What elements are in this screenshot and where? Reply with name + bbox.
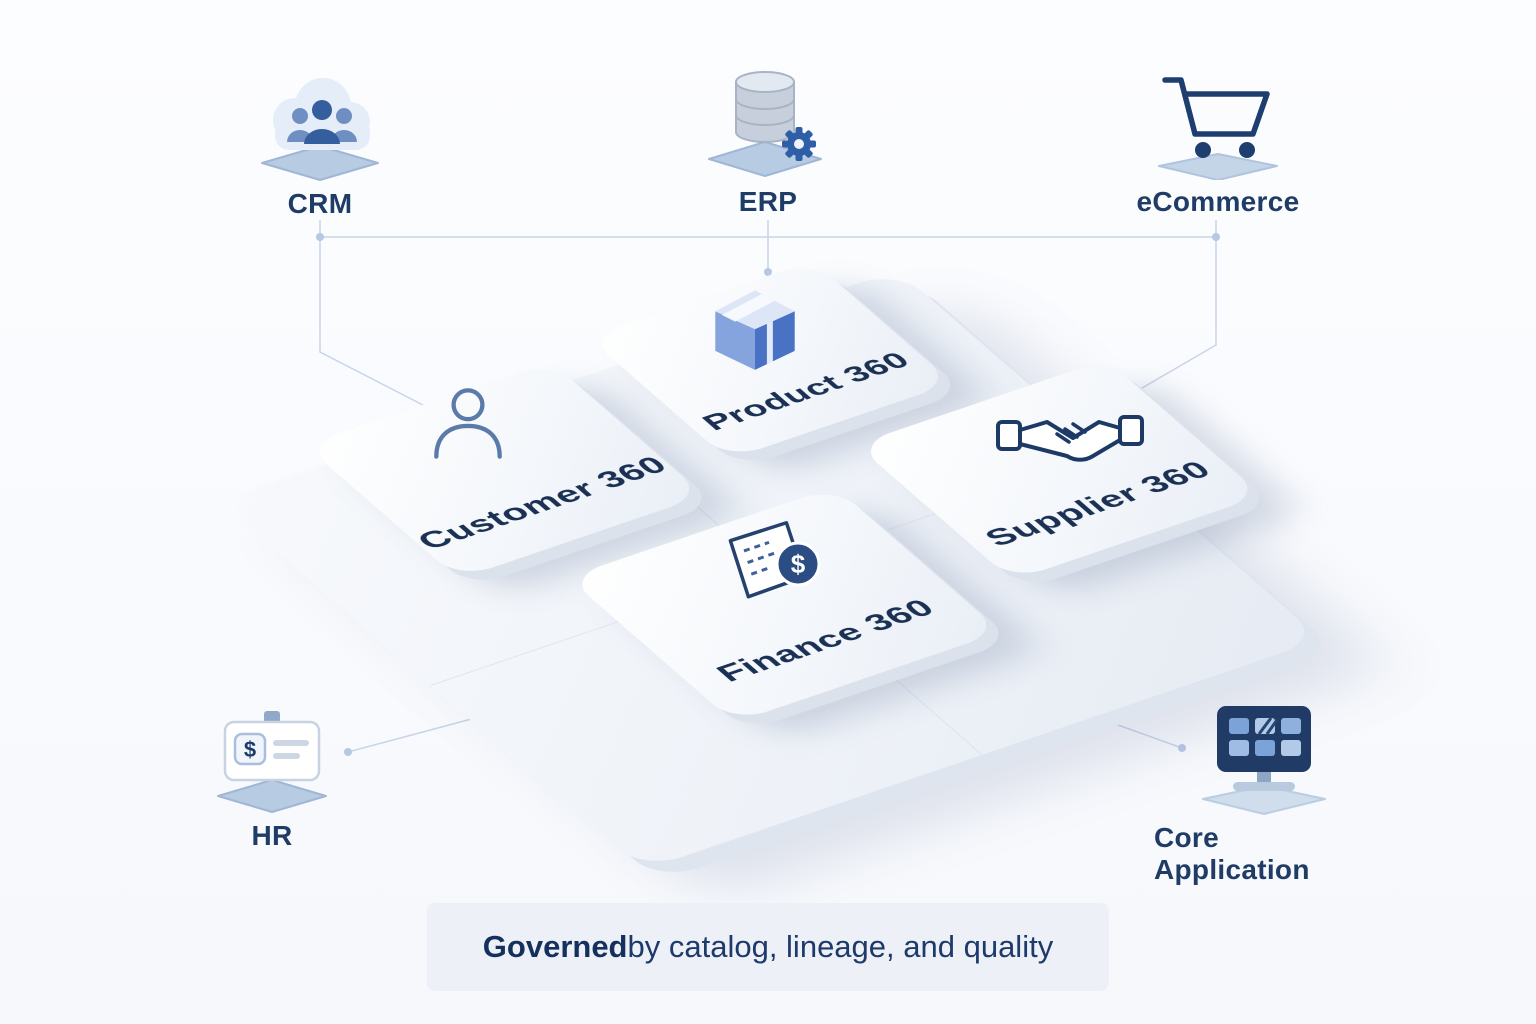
source-core-application-label: Core Application [1154, 822, 1310, 885]
connector-ecommerce-to-platform [1117, 237, 1217, 403]
source-crm: CRM [230, 58, 410, 220]
connector-crm-to-platform [319, 237, 453, 421]
gear-icon [782, 127, 816, 161]
source-crm-label: CRM [287, 188, 353, 219]
id-badge-icon: $ [217, 711, 327, 813]
cloud-users-icon [261, 78, 379, 181]
svg-text:$: $ [244, 737, 256, 762]
shopping-cart-icon [1158, 77, 1278, 180]
database-gear-icon [708, 71, 822, 177]
connector-dot [316, 233, 324, 241]
connector-dot [764, 268, 772, 276]
source-erp: ERP [678, 56, 858, 218]
governance-caption-rest: by catalog, lineage, and quality [627, 929, 1054, 964]
source-erp-label: ERP [738, 186, 798, 217]
connector-hr-to-platform [347, 689, 635, 753]
governance-caption: Governed by catalog, lineage, and qualit… [426, 903, 1110, 991]
connector-dot [1212, 233, 1220, 241]
source-core-application: Core Application [1154, 692, 1374, 886]
source-ecommerce: eCommerce [1128, 56, 1308, 218]
desktop-app-icon [1202, 706, 1326, 815]
source-ecommerce-label: eCommerce [1136, 186, 1300, 217]
source-hr: $ HR [182, 700, 362, 852]
source-hr-label: HR [251, 820, 293, 851]
governance-caption-bold: Governed [482, 929, 628, 964]
connector-core-to-platform [948, 691, 1183, 749]
